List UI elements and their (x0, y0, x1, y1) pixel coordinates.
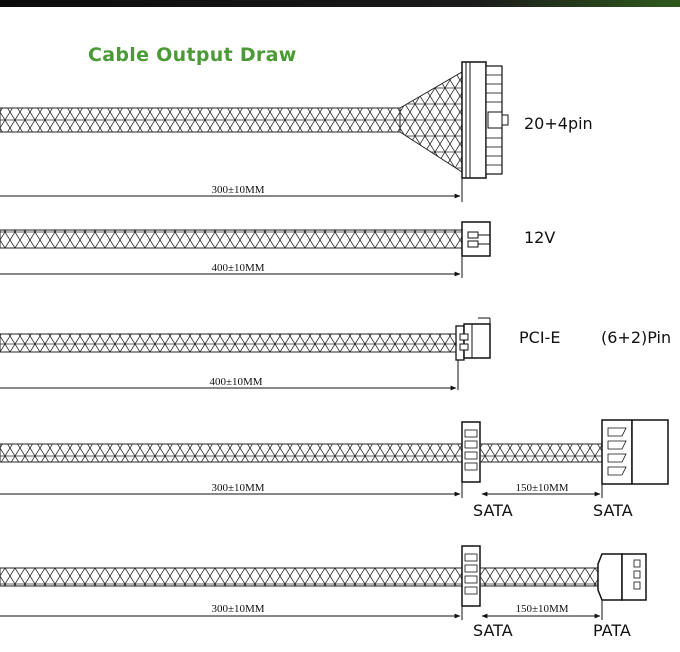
pata-ext-length: 150±10MM (515, 603, 568, 615)
sata-mid-label: SATA (473, 501, 513, 520)
cable-atx-sleeve (0, 107, 401, 133)
cable-cpu-sleeve (0, 229, 463, 249)
cpu-length: 400±10MM (211, 262, 264, 274)
pata-mid-connector (461, 545, 481, 607)
atx-length: 300±10MM (211, 184, 264, 196)
pcie-connector (455, 317, 491, 361)
cpu-connector (461, 221, 491, 257)
cable-pata-sleeve (0, 567, 463, 587)
diagram-title: Cable Output Draw (88, 44, 297, 66)
cpu-label: 12V (524, 228, 556, 247)
pata-length: 300±10MM (211, 603, 264, 615)
cable-pcie: 400±10MM (0, 317, 491, 391)
cable-cpu: 400±10MM (0, 221, 491, 278)
cable-pata-ext-sleeve (479, 567, 603, 587)
cable-sata-sleeve (0, 443, 463, 463)
pata-mid-label: SATA (473, 621, 513, 640)
pcie-length: 400±10MM (209, 376, 262, 388)
pcie-label: PCI-E (519, 328, 561, 347)
atx-label: 20+4pin (524, 114, 593, 133)
sata-length: 300±10MM (211, 482, 264, 494)
top-bar (0, 0, 680, 7)
cable-pata: 300±10MM 150±10MM (0, 545, 647, 620)
cable-atx-fan (399, 71, 463, 173)
pata-end-connector (597, 553, 647, 601)
pata-end-label: PATA (593, 621, 631, 640)
sata-end-label: SATA (593, 501, 633, 520)
cable-pcie-sleeve (0, 333, 457, 353)
sata-ext-length: 150±10MM (515, 482, 568, 494)
sata-mid-connector (461, 421, 481, 483)
cable-sata-ext-sleeve (479, 443, 603, 463)
pcie-pin-label: (6+2)Pin (601, 328, 672, 347)
cable-sata: 300±10MM 150±10MM (0, 419, 669, 498)
cable-atx: 300±10MM (0, 61, 509, 202)
sata-end-connector (601, 419, 669, 485)
atx-connector (461, 61, 509, 179)
